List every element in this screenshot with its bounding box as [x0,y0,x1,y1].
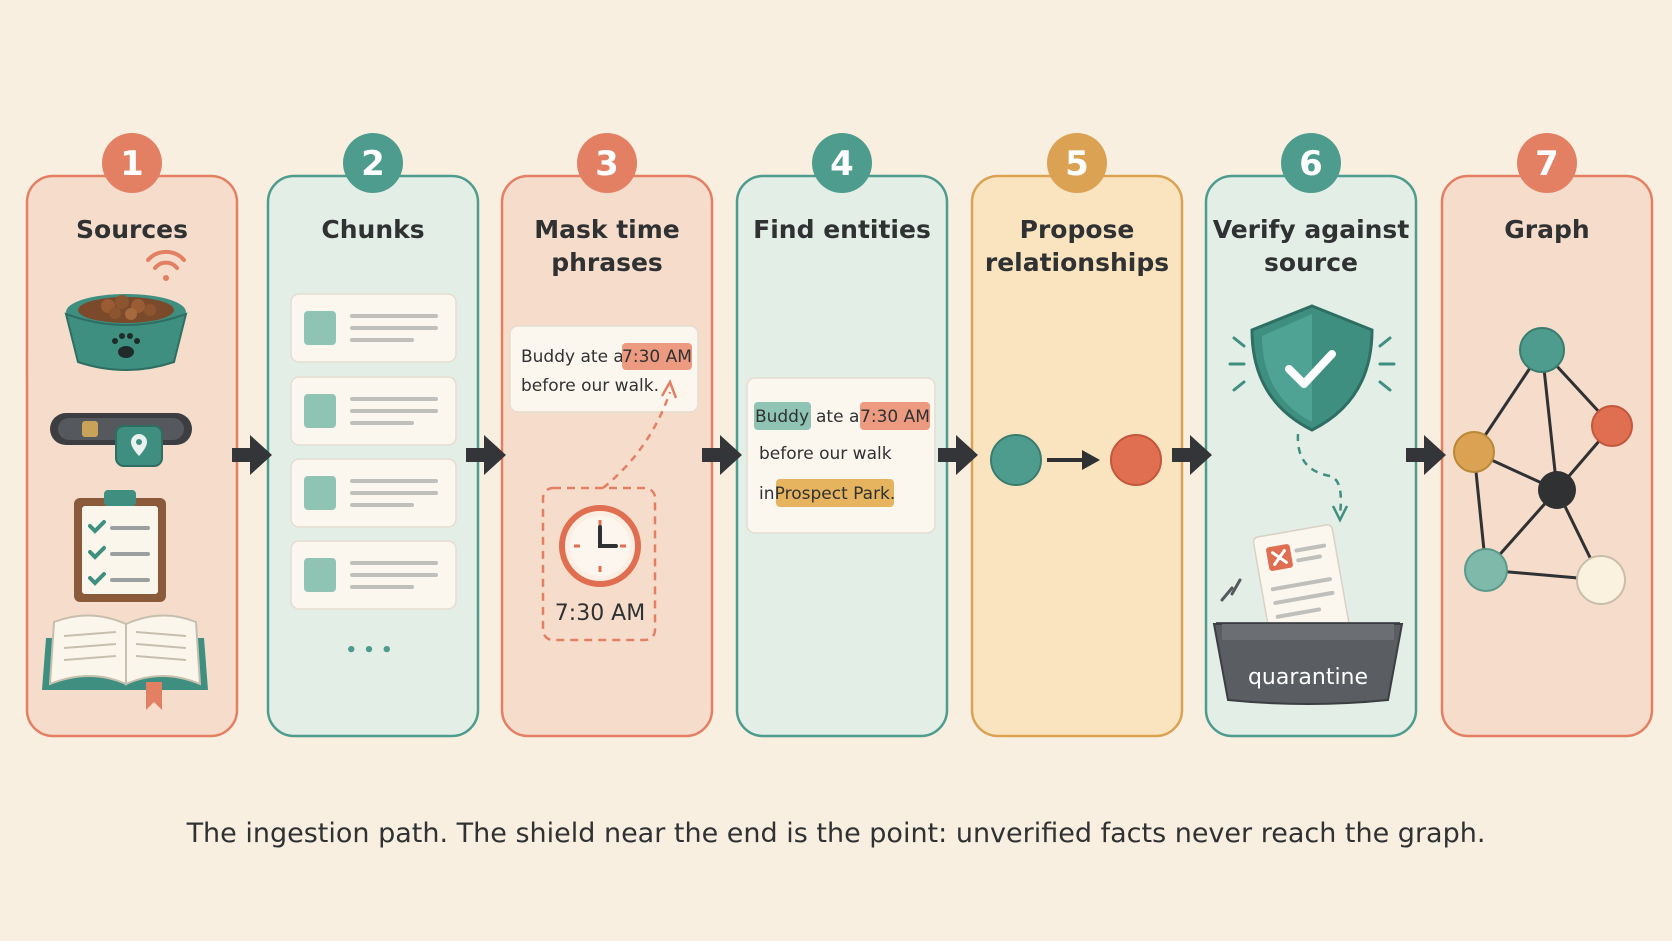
relationship-example [990,434,1162,486]
sources-icons [42,249,208,710]
step-title: relationships [985,248,1169,277]
step-number: 6 [1299,144,1323,184]
step-number-badge [1281,133,1341,193]
mask-text-line2: before our walk. [521,376,659,396]
flow-arrows [232,435,1446,475]
step-number: 1 [120,144,144,184]
figure-caption: The ingestion path. The shield near the … [186,818,1486,849]
step-title: phrases [551,248,663,277]
step-title: Propose [1020,215,1135,244]
entity-time-highlight: 7:30 AM [860,407,930,427]
chunk-card [290,458,457,528]
entity-text-ate-at: ate at [816,407,866,427]
step-title: Graph [1504,215,1589,244]
pet-bowl-icon [64,294,188,371]
wifi-icon [146,249,186,281]
clock-time-label: 7:30 AM [555,601,645,626]
quarantine-bin-icon [1212,622,1404,705]
step-title: Mask time [534,215,679,244]
arrow-right-icon [1406,435,1446,475]
mask-time-example: Buddy ate at 7:30 AM before our walk. 7:… [509,325,699,642]
chunk-card [290,376,457,446]
step-number: 7 [1535,144,1559,184]
step-number-badge [102,133,162,193]
mask-time-highlight: 7:30 AM [622,347,692,367]
step-title: Find entities [753,215,931,244]
quarantine-label: quarantine [1248,665,1368,690]
entity-prospect-park: Prospect Park. [775,484,896,504]
step-number-badge [1047,133,1107,193]
step-title: Verify against [1213,215,1410,244]
step-number-badge [1517,133,1577,193]
shield-check-icon [1228,304,1396,432]
checklist-icon [74,490,166,602]
step-number: 4 [830,144,854,184]
step-number-badge [812,133,872,193]
chunk-card [290,540,457,610]
entity-text-in: in [759,484,775,504]
quarantine-doc-icon [1220,524,1350,641]
gps-collar-icon [50,413,192,467]
arrow-right-icon [938,435,978,475]
open-book-icon [42,614,208,710]
step-number-badge [577,133,637,193]
chunks-ellipsis: • • • [345,640,392,661]
arrow-right-icon [232,435,272,475]
entity-text-line2: before our walk [759,444,892,464]
arrow-right-icon [466,435,506,475]
step-number: 3 [595,144,619,184]
chunk-cards: • • • [290,293,457,661]
verify-example: quarantine [1212,304,1404,705]
step-number: 2 [361,144,385,184]
arrow-right-icon [702,435,742,475]
step-title: source [1264,248,1358,277]
step-number: 5 [1065,144,1089,184]
entities-example: Buddy ate at 7:30 AM before our walk in … [746,377,936,534]
chunk-card [290,293,457,363]
step-title: Sources [76,215,188,244]
mask-text-prefix: Buddy ate at [521,347,631,367]
step-title: Chunks [321,215,424,244]
step-number-badge [343,133,403,193]
entity-buddy: Buddy [755,407,809,427]
arrow-right-icon [1172,435,1212,475]
graph-icon [1453,327,1633,605]
clock-icon [559,505,641,587]
